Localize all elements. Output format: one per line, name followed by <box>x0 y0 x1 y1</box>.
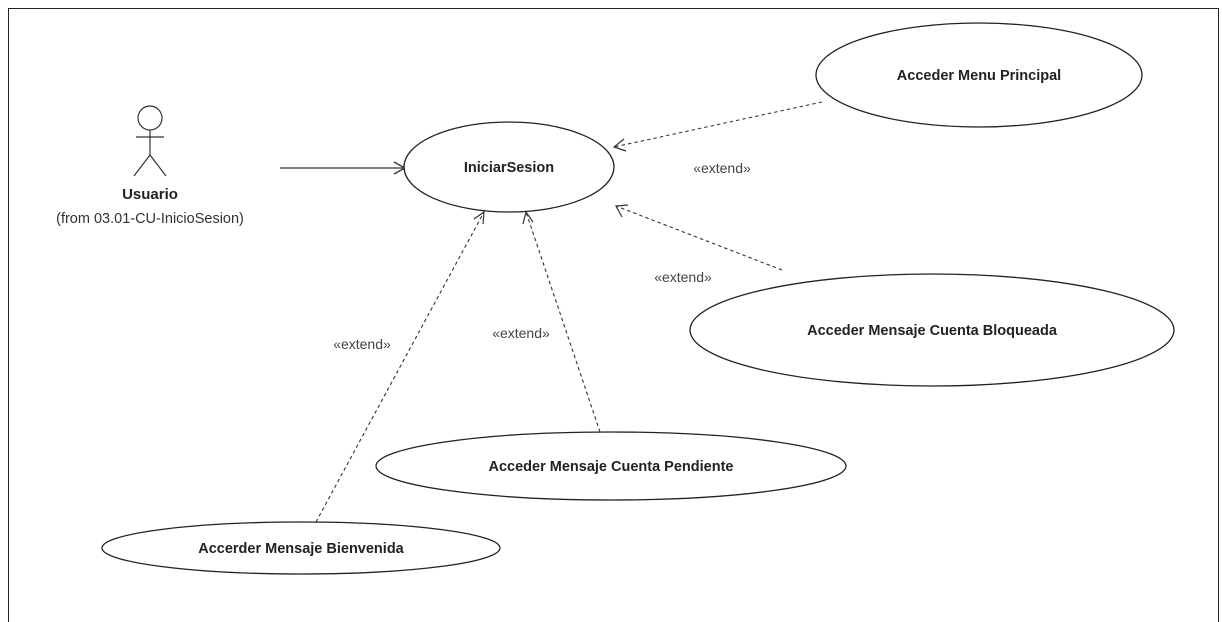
use-case-accerder-mensaje-bienvenida[interactable]: Accerder Mensaje Bienvenida <box>101 521 501 575</box>
actor-origin: (from 03.01-CU-InicioSesion) <box>56 211 244 227</box>
actor-name: Usuario <box>122 186 178 203</box>
use-case-iniciar-sesion[interactable]: IniciarSesion <box>403 121 615 213</box>
use-case-acceder-mensaje-cuenta-pendiente[interactable]: Acceder Mensaje Cuenta Pendiente <box>375 431 847 501</box>
use-case-label: Acceder Menu Principal <box>897 68 1061 84</box>
extend-label-cuenta-pendiente: «extend» <box>492 325 550 341</box>
use-case-label: Acceder Mensaje Cuenta Bloqueada <box>807 323 1058 339</box>
diagram-frame <box>8 8 1219 622</box>
use-case-acceder-mensaje-cuenta-bloqueada[interactable]: Acceder Mensaje Cuenta Bloqueada <box>689 273 1175 387</box>
extend-dependency-cuenta-bloqueada <box>615 204 783 271</box>
stick-figure-actor-icon <box>133 105 167 177</box>
association-arrow <box>280 161 407 175</box>
extend-label-menu-principal: «extend» <box>693 160 751 176</box>
extend-dependency-bienvenida <box>315 210 485 523</box>
extend-label-cuenta-bloqueada: «extend» <box>654 269 712 285</box>
use-case-label: IniciarSesion <box>464 160 554 176</box>
use-case-label: Acceder Mensaje Cuenta Pendiente <box>489 459 734 475</box>
extend-dependency-cuenta-pendiente <box>522 210 601 433</box>
use-case-label: Accerder Mensaje Bienvenida <box>198 541 404 557</box>
extend-dependency-menu-principal <box>612 101 823 152</box>
use-case-acceder-menu-principal[interactable]: Acceder Menu Principal <box>815 22 1143 128</box>
extend-label-bienvenida: «extend» <box>333 336 391 352</box>
